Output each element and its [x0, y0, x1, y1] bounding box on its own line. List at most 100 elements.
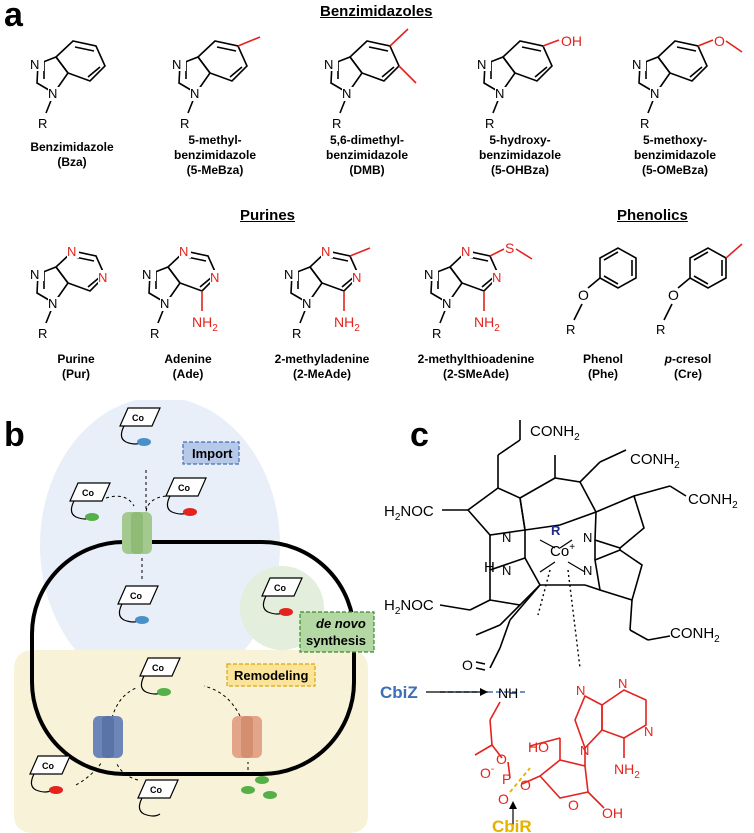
5-omebza-structure: N N R O [632, 33, 743, 131]
svg-text:Co: Co [82, 488, 94, 498]
svg-text:Co: Co [178, 483, 190, 493]
orange-transporter [232, 716, 262, 758]
svg-text:O: O [578, 287, 589, 303]
svg-text:N: N [583, 563, 592, 578]
svg-text:N: N [48, 86, 57, 101]
svg-text:N: N [48, 296, 57, 311]
svg-text:N: N [210, 270, 219, 285]
svg-text:Remodeling: Remodeling [234, 668, 308, 683]
caption-bza: Benzimidazole(Bza) [30, 140, 114, 169]
5-ohbza-structure: N N R OH [477, 33, 582, 131]
purine-structure: N N R N N [30, 244, 110, 341]
svg-text:R: R [292, 326, 301, 341]
caption-2-smeade: 2-methylthioadenine(2-SMeAde) [417, 352, 535, 381]
cobamide-red-right: Co [165, 477, 207, 516]
cobamide-red-denovo: Co [261, 577, 303, 616]
cobamide-red-outside: Co [29, 755, 71, 794]
svg-text:N: N [424, 267, 433, 282]
svg-text:R: R [332, 116, 341, 131]
caption-2-meade: 2-methyladenine(2-MeAde) [274, 352, 370, 381]
cell-membrane [30, 540, 356, 776]
svg-text:S: S [505, 240, 514, 256]
cobamide-blue-top: Co [119, 407, 161, 446]
import-region [40, 400, 280, 693]
svg-text:Import: Import [192, 446, 233, 461]
svg-text:Co: Co [274, 583, 286, 593]
cbiR-cleavage-line [509, 767, 531, 793]
cresol-structure: O R [656, 243, 743, 337]
svg-text:N: N [442, 296, 451, 311]
svg-text:N: N [580, 743, 589, 758]
dmb-structure: N N R [324, 28, 417, 131]
r-ligand: R [551, 523, 561, 538]
blue-transporter [93, 716, 123, 758]
svg-text:N: N [618, 676, 627, 691]
2-meade-structure: N N R N N NH2 [284, 244, 371, 341]
svg-text:N: N [495, 86, 504, 101]
svg-text:N: N [461, 244, 470, 259]
svg-text:N: N [342, 86, 351, 101]
svg-text:synthesis: synthesis [306, 633, 366, 648]
svg-text:Co: Co [42, 761, 54, 771]
svg-text:N: N [302, 296, 311, 311]
svg-text:R: R [640, 116, 649, 131]
svg-text:Co: Co [150, 785, 162, 795]
svg-text:N: N [650, 86, 659, 101]
svg-text:O: O [568, 797, 579, 813]
svg-text:NH2: NH2 [192, 314, 218, 334]
svg-text:N: N [477, 57, 486, 72]
svg-text:O: O [520, 777, 531, 793]
svg-text:NH2: NH2 [334, 314, 360, 334]
h2noc-lower: H2NOC [384, 597, 434, 617]
svg-text:N: N [284, 267, 293, 282]
conh2-right: CONH2 [688, 491, 738, 511]
bza-structure: N N R [30, 40, 106, 131]
svg-text:R: R [485, 116, 494, 131]
svg-text:R: R [38, 326, 47, 341]
panel-b-letter: b [4, 416, 25, 454]
panel-c-structure: CONH2 CONH2 CONH2 CONH2 H2NOC H2NOC H R … [380, 420, 738, 833]
svg-text:N: N [492, 270, 501, 285]
svg-text:N: N [172, 57, 181, 72]
svg-text:N: N [30, 57, 39, 72]
2-smeade-structure: N N R N N NH2 S [424, 240, 533, 341]
cobamide-green-top-remodel: Co [139, 657, 181, 696]
svg-text:NH: NH [498, 685, 518, 701]
caption-phe: Phenol(Phe) [582, 352, 623, 381]
svg-text:N: N [632, 57, 641, 72]
caption-cre: p-cresol(Cre) [664, 352, 712, 381]
svg-text:NH2: NH2 [474, 314, 500, 334]
svg-text:OH: OH [602, 805, 623, 821]
svg-text:N: N [160, 296, 169, 311]
svg-text:de novo: de novo [316, 616, 366, 631]
cbiZ-label: CbiZ [380, 683, 418, 702]
svg-text:HO: HO [528, 739, 549, 755]
import-label-box [182, 441, 240, 465]
svg-text:N: N [190, 86, 199, 101]
svg-text:O: O [668, 287, 679, 303]
green-bases-outside [241, 776, 277, 799]
svg-text:R: R [432, 326, 441, 341]
panel-b-diagram: Co Co Co Import Co Co de novo synthesis … [14, 400, 375, 833]
svg-text:Co: Co [152, 663, 164, 673]
green-transporter [122, 512, 152, 554]
svg-text:N: N [179, 244, 188, 259]
conh2-lower-right: CONH2 [670, 625, 720, 645]
svg-text:R: R [38, 116, 47, 131]
corrin-ring-a [466, 487, 526, 536]
conh2-top: CONH2 [530, 423, 580, 443]
svg-text:OH: OH [561, 33, 582, 49]
panel-c-letter: c [410, 416, 429, 454]
svg-text:Co: Co [132, 413, 144, 423]
h2noc-upper: H2NOC [384, 503, 434, 523]
conh2-upper-right: CONH2 [630, 451, 680, 471]
adenine-structure: N N R N N NH2 [142, 244, 222, 341]
cobamide-blue-inside: Co [117, 585, 159, 624]
svg-text:R: R [656, 322, 665, 337]
caption-5-ohbza: 5-hydroxy-benzimidazole(5-OHBza) [478, 133, 561, 177]
svg-text:O: O [714, 33, 725, 49]
svg-text:N: N [67, 244, 76, 259]
svg-text:O: O [496, 751, 507, 767]
5-mebza-structure: N N R [172, 36, 261, 131]
svg-text:NH2: NH2 [614, 761, 640, 781]
